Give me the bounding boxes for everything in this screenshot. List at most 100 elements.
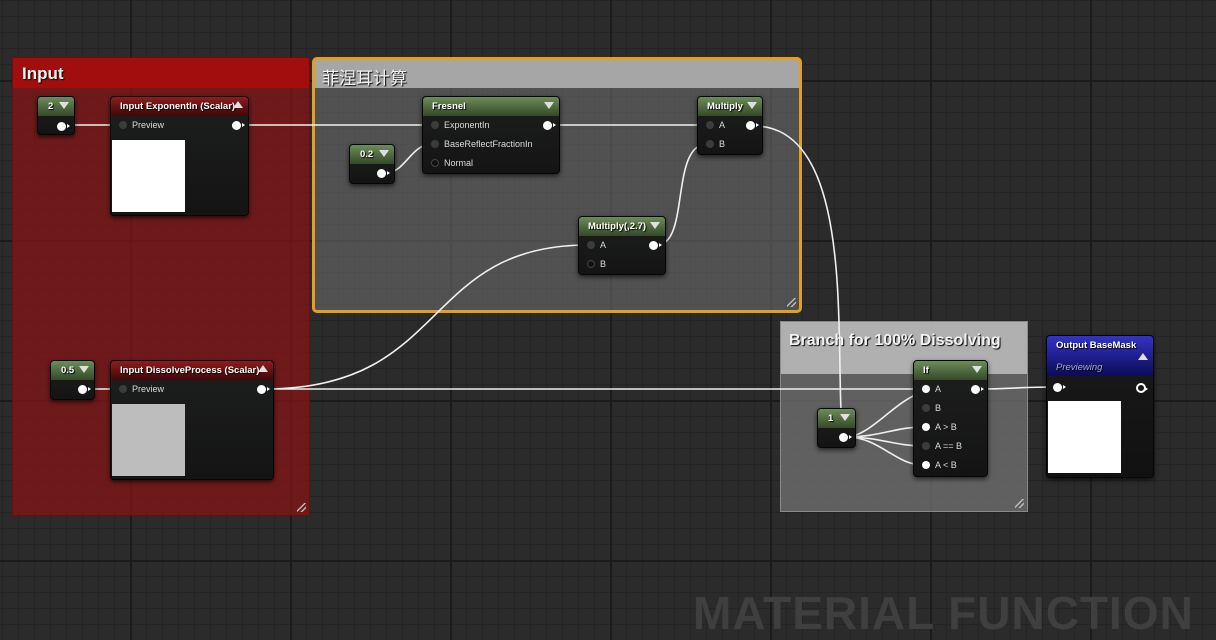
chevron-down-icon[interactable]	[747, 102, 757, 109]
constant-value: 1	[828, 413, 834, 424]
input-dissolve-header[interactable]: Input DissolveProcess (Scalar)	[111, 361, 273, 380]
node-title: Input DissolveProcess (Scalar)	[120, 365, 260, 376]
preview-swatch	[1048, 401, 1121, 473]
output-pin[interactable]	[57, 122, 70, 131]
input-pin[interactable]	[706, 140, 714, 148]
pin-label: A	[600, 240, 607, 250]
output-pin[interactable]	[1136, 383, 1148, 393]
constant-node-1[interactable]: 1	[817, 408, 856, 448]
output-pin[interactable]	[649, 241, 662, 250]
input-pin[interactable]	[1053, 383, 1066, 392]
chevron-down-icon[interactable]	[379, 150, 389, 157]
pin-label: B	[719, 139, 726, 149]
constant-value: 0.5	[61, 365, 75, 376]
wire-const1-to-if-a-dup	[845, 391, 924, 438]
pin-row-a: A	[698, 116, 762, 135]
comment-input-title[interactable]: Input	[13, 58, 309, 88]
input-dissolve-node[interactable]: Input DissolveProcess (Scalar) Preview	[110, 360, 274, 480]
multiply-2-7-header[interactable]: Multiply(,2.7)	[579, 217, 665, 236]
pin-row-a: A	[914, 380, 987, 399]
pin-label: A > B	[935, 422, 957, 432]
multiply-node[interactable]: Multiply A B	[697, 96, 763, 155]
chevron-down-icon[interactable]	[650, 222, 660, 229]
pin-label: Preview	[132, 120, 165, 130]
node-title: Input ExponentIn (Scalar)	[120, 101, 236, 112]
pin-label: A == B	[935, 441, 963, 451]
comment-fresnel-title[interactable]: 菲涅耳计算	[315, 60, 799, 89]
pin-label: Preview	[132, 384, 165, 394]
output-pin[interactable]	[232, 121, 245, 130]
output-basemask-node[interactable]: Output BaseMask Previewing	[1046, 335, 1154, 478]
node-title: Fresnel	[432, 101, 466, 112]
pin-row-b: B	[698, 135, 762, 154]
input-exponent-node[interactable]: Input ExponentIn (Scalar) Preview	[110, 96, 249, 216]
constant-value: 0.2	[360, 149, 374, 160]
input-pin[interactable]	[706, 121, 714, 129]
input-exponent-header[interactable]: Input ExponentIn (Scalar)	[111, 97, 248, 116]
pin-row-preview: Preview	[111, 116, 248, 135]
input-pin[interactable]	[922, 385, 930, 393]
material-function-watermark: MATERIAL FUNCTION	[693, 587, 1194, 639]
constant-value: 2	[48, 101, 54, 112]
input-pin[interactable]	[431, 159, 439, 167]
input-pin[interactable]	[922, 442, 930, 450]
node-title: Multiply(,2.7)	[588, 221, 647, 232]
input-pin[interactable]	[119, 121, 127, 129]
multiply-header[interactable]: Multiply	[698, 97, 762, 116]
resize-handle-icon[interactable]	[1015, 499, 1024, 508]
if-node[interactable]: If A B A > B A == B A < B	[913, 360, 988, 477]
output-header[interactable]: Output BaseMask Previewing	[1047, 336, 1153, 376]
constant-header[interactable]: 0.5	[51, 361, 94, 380]
input-pin[interactable]	[922, 404, 930, 412]
chevron-down-icon[interactable]	[840, 414, 850, 421]
input-pin[interactable]	[431, 121, 439, 129]
pin-label: A	[935, 384, 942, 394]
resize-handle-icon[interactable]	[787, 298, 796, 307]
output-pin[interactable]	[78, 385, 91, 394]
fresnel-node[interactable]: Fresnel ExponentIn BaseReflectFractionIn…	[422, 96, 560, 174]
wire-if-to-output	[979, 386, 1056, 390]
pin-label: A < B	[935, 460, 957, 470]
chevron-down-icon[interactable]	[972, 366, 982, 373]
constant-header[interactable]: 0.2	[350, 145, 394, 164]
constant-node-2[interactable]: 2	[37, 96, 75, 135]
chevron-up-icon[interactable]	[233, 101, 243, 108]
input-pin[interactable]	[922, 423, 930, 431]
pin-label: ExponentIn	[444, 120, 490, 130]
chevron-down-icon[interactable]	[544, 102, 554, 109]
if-header[interactable]: If	[914, 361, 987, 380]
input-pin[interactable]	[119, 385, 127, 393]
chevron-down-icon[interactable]	[79, 366, 89, 373]
preview-swatch	[112, 404, 185, 476]
input-pin[interactable]	[431, 140, 439, 148]
pin-row-a-lt-b: A < B	[914, 456, 987, 475]
multiply-2-7-node[interactable]: Multiply(,2.7) A B	[578, 216, 666, 275]
output-pin[interactable]	[746, 121, 759, 130]
connection-wires	[66, 124, 1056, 466]
pin-row-preview: Preview	[111, 380, 273, 399]
resize-handle-icon[interactable]	[297, 503, 306, 512]
output-pin[interactable]	[257, 385, 270, 394]
constant-header[interactable]: 1	[818, 409, 855, 428]
preview-swatch	[112, 140, 185, 212]
previewing-label: Previewing	[1056, 362, 1103, 373]
chevron-up-icon[interactable]	[1138, 353, 1148, 360]
output-pin[interactable]	[543, 121, 556, 130]
output-pin[interactable]	[971, 385, 984, 394]
pin-row-a: A	[579, 236, 665, 255]
constant-node-0-2[interactable]: 0.2	[349, 144, 395, 184]
node-title: Output BaseMask	[1056, 340, 1137, 351]
chevron-down-icon[interactable]	[59, 102, 69, 109]
input-pin[interactable]	[587, 241, 595, 249]
fresnel-header[interactable]: Fresnel	[423, 97, 559, 116]
node-title: Multiply	[707, 101, 743, 112]
output-pin[interactable]	[839, 433, 852, 442]
constant-header[interactable]: 2	[38, 97, 74, 116]
output-pin[interactable]	[377, 169, 390, 178]
wire-multiply-to-if-a	[753, 125, 844, 438]
constant-node-0-5[interactable]: 0.5	[50, 360, 95, 400]
comment-branch-title[interactable]: Branch for 100% Dissolving	[781, 322, 1027, 374]
chevron-up-icon[interactable]	[258, 365, 268, 372]
input-pin[interactable]	[587, 260, 595, 268]
input-pin[interactable]	[922, 461, 930, 469]
